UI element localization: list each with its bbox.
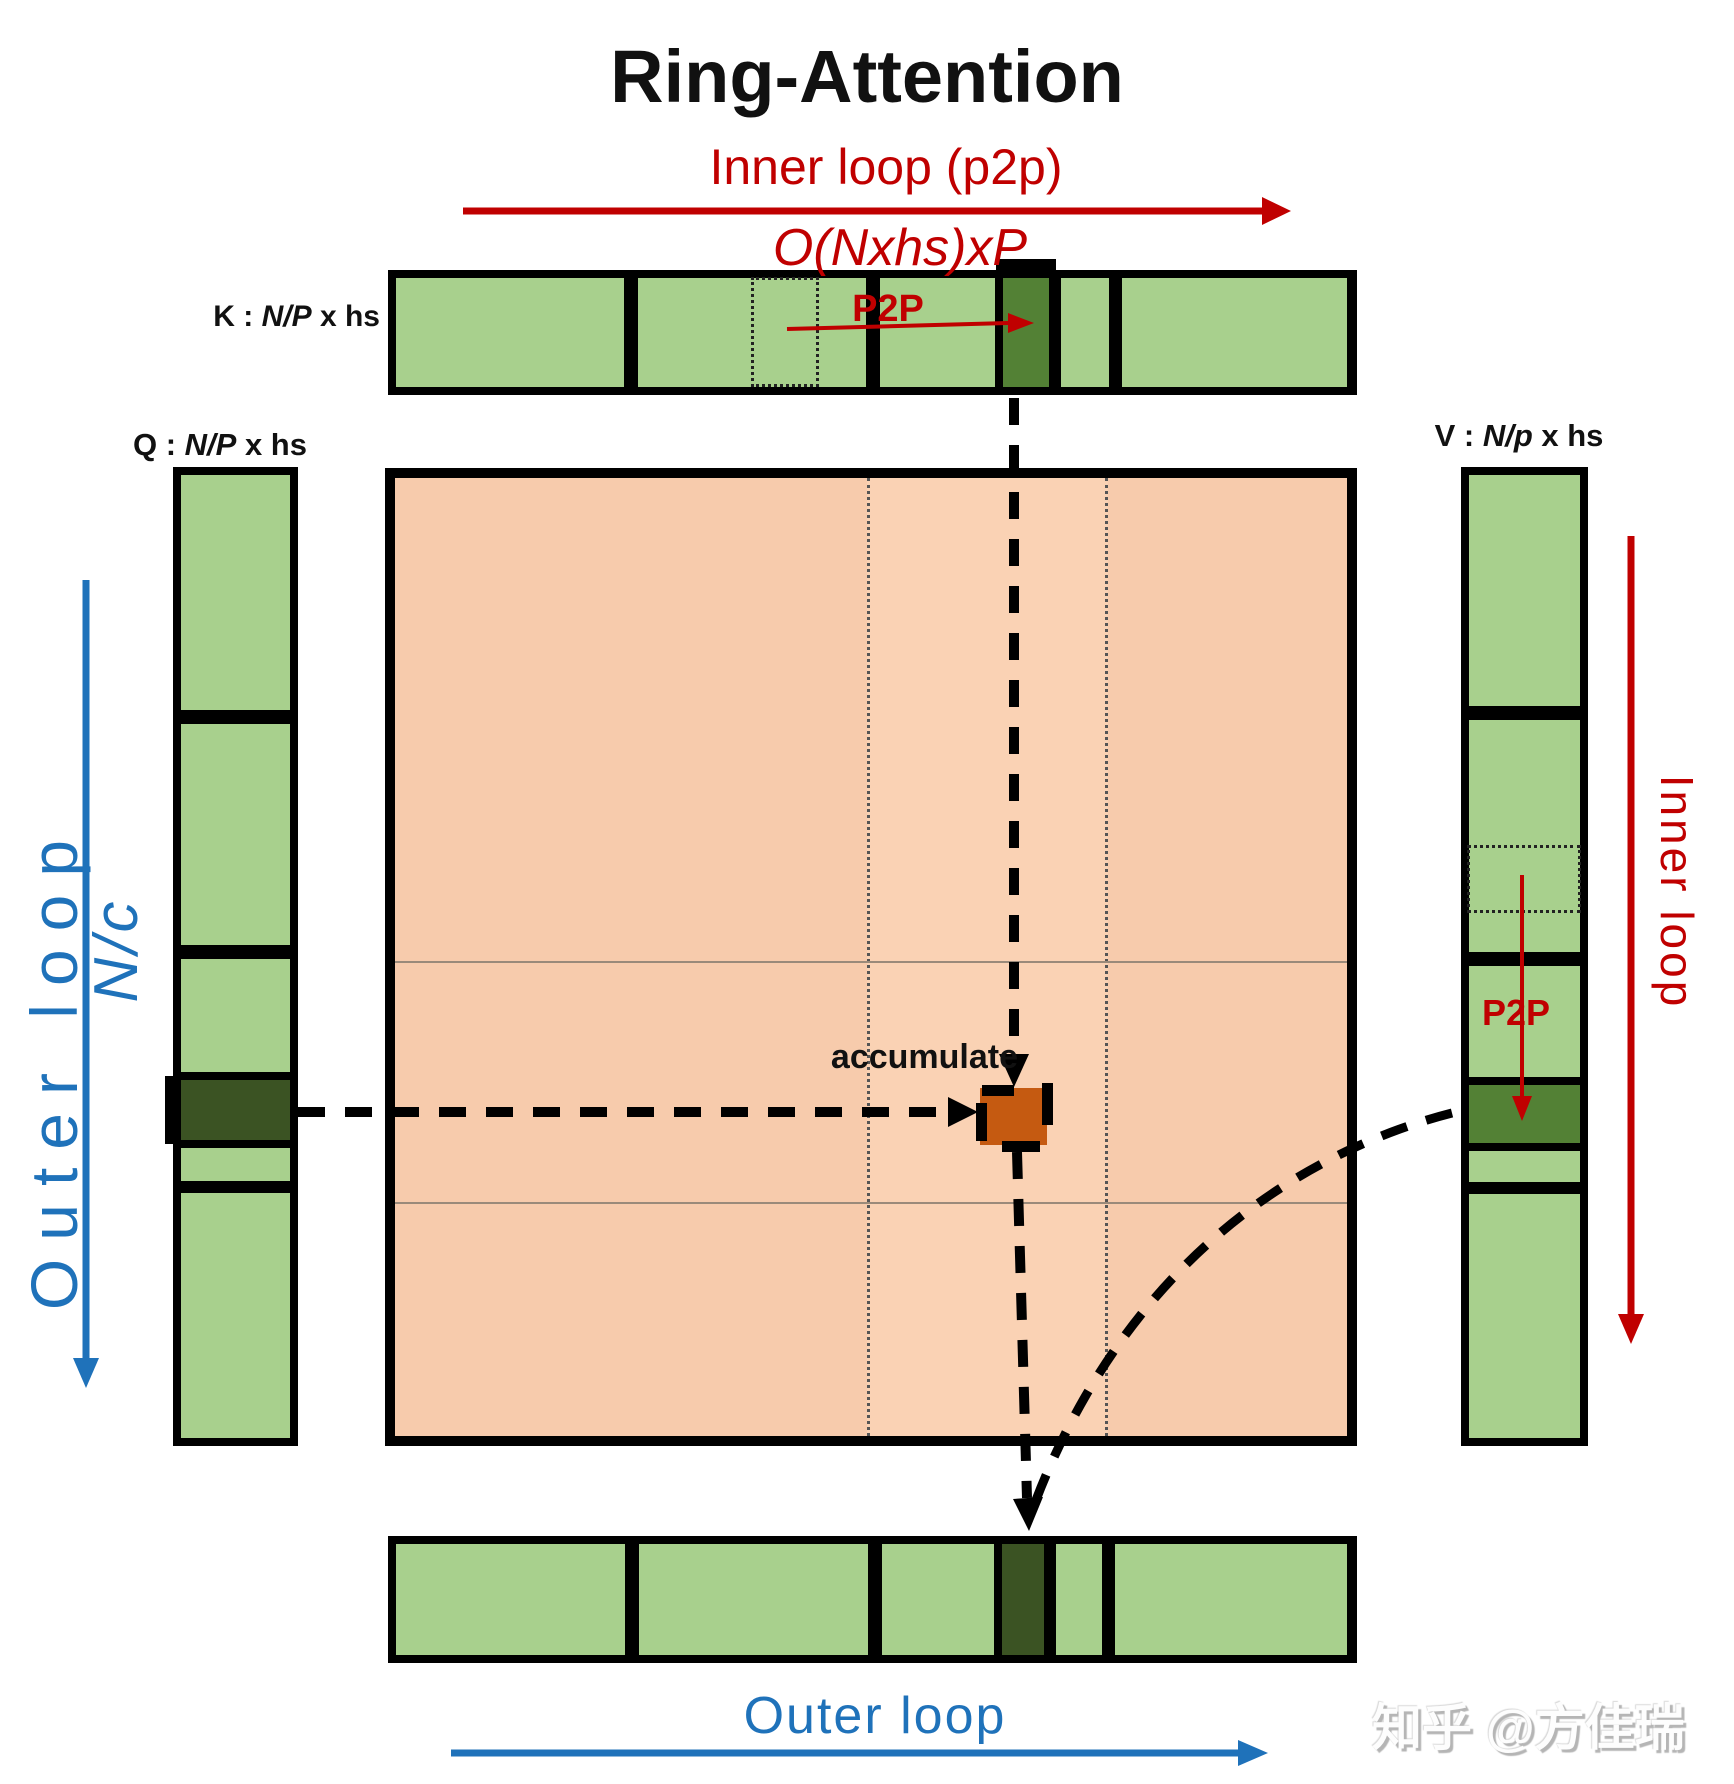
q-bar-segment: [181, 1148, 290, 1181]
k-bar-active-segment: [1003, 278, 1049, 387]
inner-loop-p2p-arrowhead: [1262, 197, 1291, 225]
inner-loop-right-arrowhead: [1618, 1314, 1644, 1344]
v-sliding-window-dotted-box: [1467, 845, 1581, 913]
attention-matrix-gridline: [395, 961, 1347, 963]
k-bar-segment: [880, 278, 995, 387]
v-label-suffix: x hs: [1532, 418, 1604, 453]
q-bar-active-ledge: [165, 1076, 177, 1144]
watermark: 知乎 @方佳瑞: [1372, 1700, 1685, 1756]
k-bar-segment: [1061, 278, 1109, 387]
q-label-dim: N/P: [184, 427, 237, 462]
outer-loop-bottom-label: Outer loop: [743, 1687, 1007, 1745]
attention-matrix-gridline: [395, 1202, 1347, 1204]
output-bar-segment: [1056, 1544, 1102, 1655]
inner-loop-right-label: Inner loop: [1651, 774, 1703, 1010]
outer-loop-left-label: Outer loop: [17, 821, 91, 1311]
v-bar-active-segment: [1469, 1085, 1580, 1143]
output-bar-segment: [396, 1544, 625, 1655]
k-bar-segment: [396, 278, 624, 387]
v-bar-segment: [1469, 1194, 1580, 1438]
output-bar-segment: [639, 1544, 868, 1655]
accumulate-block-mark: [1002, 1141, 1040, 1152]
output-bar-segment: [1115, 1544, 1347, 1655]
v-bar-segment: [1469, 966, 1580, 1077]
v-bar-segment: [1469, 1151, 1580, 1182]
k-label-prefix: K :: [213, 300, 262, 333]
accumulate-block: [980, 1088, 1047, 1145]
k-p2p-label: P2P: [852, 288, 924, 330]
v-bar-segment: [1469, 720, 1580, 952]
accumulate-label: accumulate: [830, 1038, 1018, 1076]
k-bar-active-cap: [996, 259, 1056, 272]
q-label-prefix: Q :: [132, 427, 185, 462]
k-bar-segment: [1122, 278, 1347, 387]
q-label-suffix: x hs: [236, 427, 307, 462]
q-bar-active-segment: [181, 1080, 290, 1140]
q-bar-segment: [181, 959, 290, 1072]
v-tensor-label: V : N/p x hs: [1414, 418, 1624, 454]
accumulate-block-mark: [982, 1085, 1014, 1096]
v-label-prefix: V :: [1434, 418, 1483, 453]
q-bar-segment: [181, 1193, 290, 1438]
output-bar-active-segment: [1002, 1544, 1044, 1655]
v-p2p-label: P2P: [1482, 992, 1551, 1033]
complexity-label: O(Nxhs)xP: [772, 219, 1028, 277]
k-tensor-label: K : N/P x hs: [150, 300, 380, 334]
accumulate-block-mark: [976, 1103, 987, 1141]
k-label-dim: N/P: [261, 300, 312, 333]
nc-fraction-label: N/c: [82, 897, 151, 1003]
k-label-suffix: x hs: [311, 300, 380, 333]
q-tensor-label: Q : N/P x hs: [115, 427, 325, 463]
diagram-title: Ring-Attention: [610, 35, 1124, 118]
output-bar-segment: [882, 1544, 994, 1655]
v-bar-segment: [1469, 475, 1580, 706]
inner-loop-p2p-label: Inner loop (p2p): [709, 139, 1063, 195]
outer-loop-left-arrowhead: [73, 1358, 99, 1388]
q-bar-segment: [181, 724, 290, 945]
outer-loop-bottom-arrowhead: [1238, 1740, 1268, 1766]
q-bar-segment: [181, 475, 290, 710]
k-sliding-window-dotted-box: [751, 277, 819, 387]
accumulate-output-arrowhead: [1013, 1497, 1043, 1531]
v-label-dim: N/p: [1482, 418, 1533, 453]
attention-matrix-column-strip: [867, 478, 1108, 1436]
accumulate-block-mark: [1042, 1083, 1053, 1125]
